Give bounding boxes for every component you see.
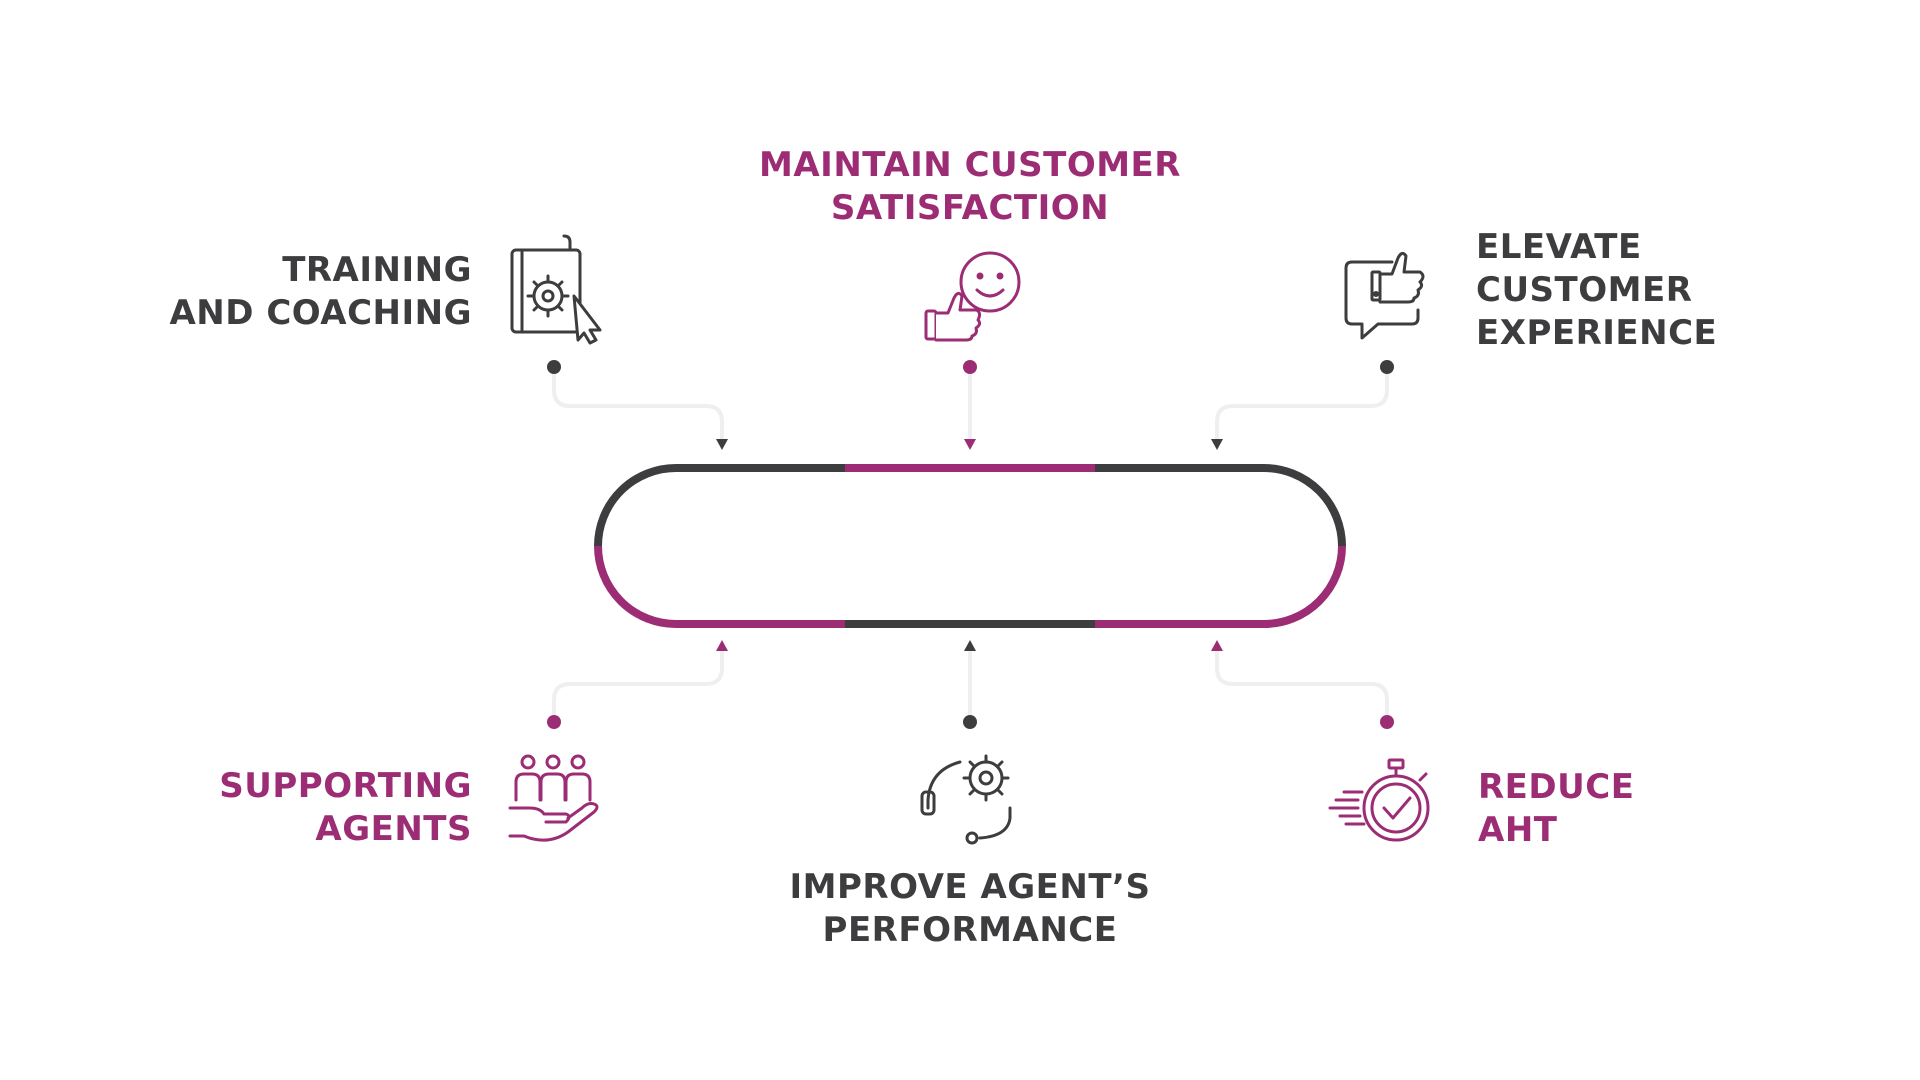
pill-bottom-right	[1095, 545, 1346, 628]
label-experience-line-3: EXPERIENCE	[1476, 313, 1718, 353]
label-performance-line-1: IMPROVE AGENT’S	[789, 867, 1151, 907]
connector-aht	[1215, 650, 1389, 724]
smiley-thumbs-up-icon	[924, 251, 1021, 342]
hand-team-icon	[508, 754, 599, 842]
label-aht: REDUCE AHT	[1478, 766, 1634, 852]
pill-top-right	[1095, 464, 1346, 547]
label-training-line-2: AND COACHING	[169, 293, 472, 333]
connector-experience	[1215, 365, 1389, 442]
dot-performance	[963, 715, 977, 729]
label-supporting-line-2: AGENTS	[315, 809, 472, 849]
stopwatch-check-icon	[1328, 758, 1430, 842]
central-pill	[594, 464, 1346, 628]
label-experience-line-1: ELEVATE	[1476, 227, 1642, 267]
arrow-performance	[964, 640, 976, 651]
gear-cursor-book-icon	[510, 234, 602, 345]
pill-top-left	[594, 464, 845, 547]
label-supporting-line-1: SUPPORTING	[219, 766, 472, 806]
label-performance-line-2: PERFORMANCE	[822, 910, 1118, 950]
connector-supporting	[552, 650, 724, 724]
label-satisfaction: MAINTAIN CUSTOMER SATISFACTION	[750, 144, 1190, 230]
label-experience: ELEVATE CUSTOMER EXPERIENCE	[1476, 226, 1717, 355]
arrow-aht	[1211, 640, 1223, 651]
label-aht-line-2: AHT	[1478, 810, 1558, 850]
dot-supporting	[547, 715, 561, 729]
dot-training	[547, 360, 561, 374]
label-training: TRAINING AND COACHING	[169, 249, 472, 335]
label-satisfaction-line-2: SATISFACTION	[830, 188, 1110, 228]
label-supporting: SUPPORTING AGENTS	[219, 765, 472, 851]
pill-bottom-left	[594, 545, 845, 628]
dot-satisfaction	[963, 360, 977, 374]
arrow-satisfaction	[964, 439, 976, 450]
headset-gear-icon	[920, 754, 1012, 845]
chat-thumbs-up-icon	[1344, 251, 1425, 340]
label-training-line-1: TRAINING	[282, 250, 472, 290]
arrow-supporting	[716, 640, 728, 651]
arrow-training	[716, 439, 728, 450]
dot-aht	[1380, 715, 1394, 729]
connector-training	[552, 365, 724, 442]
label-performance: IMPROVE AGENT’S PERFORMANCE	[770, 866, 1170, 952]
label-experience-line-2: CUSTOMER	[1476, 270, 1693, 310]
label-satisfaction-line-1: MAINTAIN CUSTOMER	[759, 145, 1181, 185]
dot-experience	[1380, 360, 1394, 374]
arrow-experience	[1211, 439, 1223, 450]
label-aht-line-1: REDUCE	[1478, 767, 1635, 807]
